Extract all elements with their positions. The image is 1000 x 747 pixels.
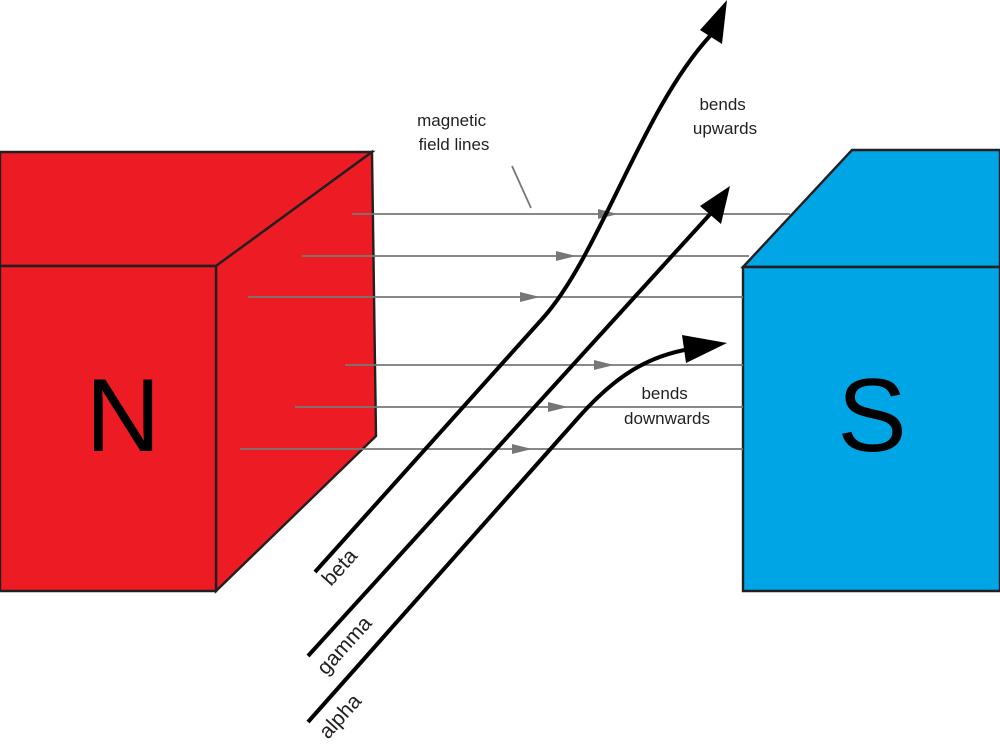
bends-upwards-annotation: bends upwards bbox=[693, 95, 757, 138]
north-magnet-front-face bbox=[0, 264, 218, 593]
bends-downwards-line1: bends bbox=[641, 384, 687, 403]
field-line-arrowhead bbox=[594, 360, 614, 370]
field-line-arrowhead bbox=[548, 402, 568, 412]
field-lines-annotation: magnetic field lines bbox=[417, 111, 491, 154]
field-line-arrowhead bbox=[512, 444, 532, 454]
south-magnet-front-face bbox=[741, 265, 1000, 593]
gamma-ray bbox=[306, 210, 714, 658]
north-magnet: N bbox=[0, 149, 378, 594]
beta-label: beta bbox=[318, 544, 363, 590]
field-lines-annotation-line1: magnetic bbox=[417, 111, 486, 130]
radiation-rays bbox=[306, 0, 730, 724]
field-line-arrowhead bbox=[520, 292, 540, 302]
south-pole-label: S bbox=[837, 358, 906, 474]
bends-upwards-line1: bends bbox=[699, 95, 745, 114]
south-magnet-top-face bbox=[740, 148, 1000, 269]
field-lines-annotation-line2: field lines bbox=[419, 135, 490, 154]
alpha-arrowhead bbox=[682, 335, 727, 363]
field-line-arrowhead bbox=[556, 251, 576, 261]
bends-downwards-line2: downwards bbox=[624, 409, 710, 428]
beta-ray bbox=[313, 34, 712, 574]
south-magnet: S bbox=[740, 148, 1000, 593]
north-pole-label: N bbox=[85, 358, 160, 474]
field-lines-leader bbox=[511, 165, 532, 209]
alpha-ray bbox=[306, 347, 691, 724]
alpha-label: alpha bbox=[315, 690, 367, 744]
gamma-label: gamma bbox=[313, 612, 377, 680]
gamma-arrowhead bbox=[700, 186, 730, 224]
beta-arrowhead bbox=[700, 0, 727, 44]
bends-downwards-annotation: bends downwards bbox=[624, 384, 710, 428]
bends-upwards-line2: upwards bbox=[693, 119, 757, 138]
